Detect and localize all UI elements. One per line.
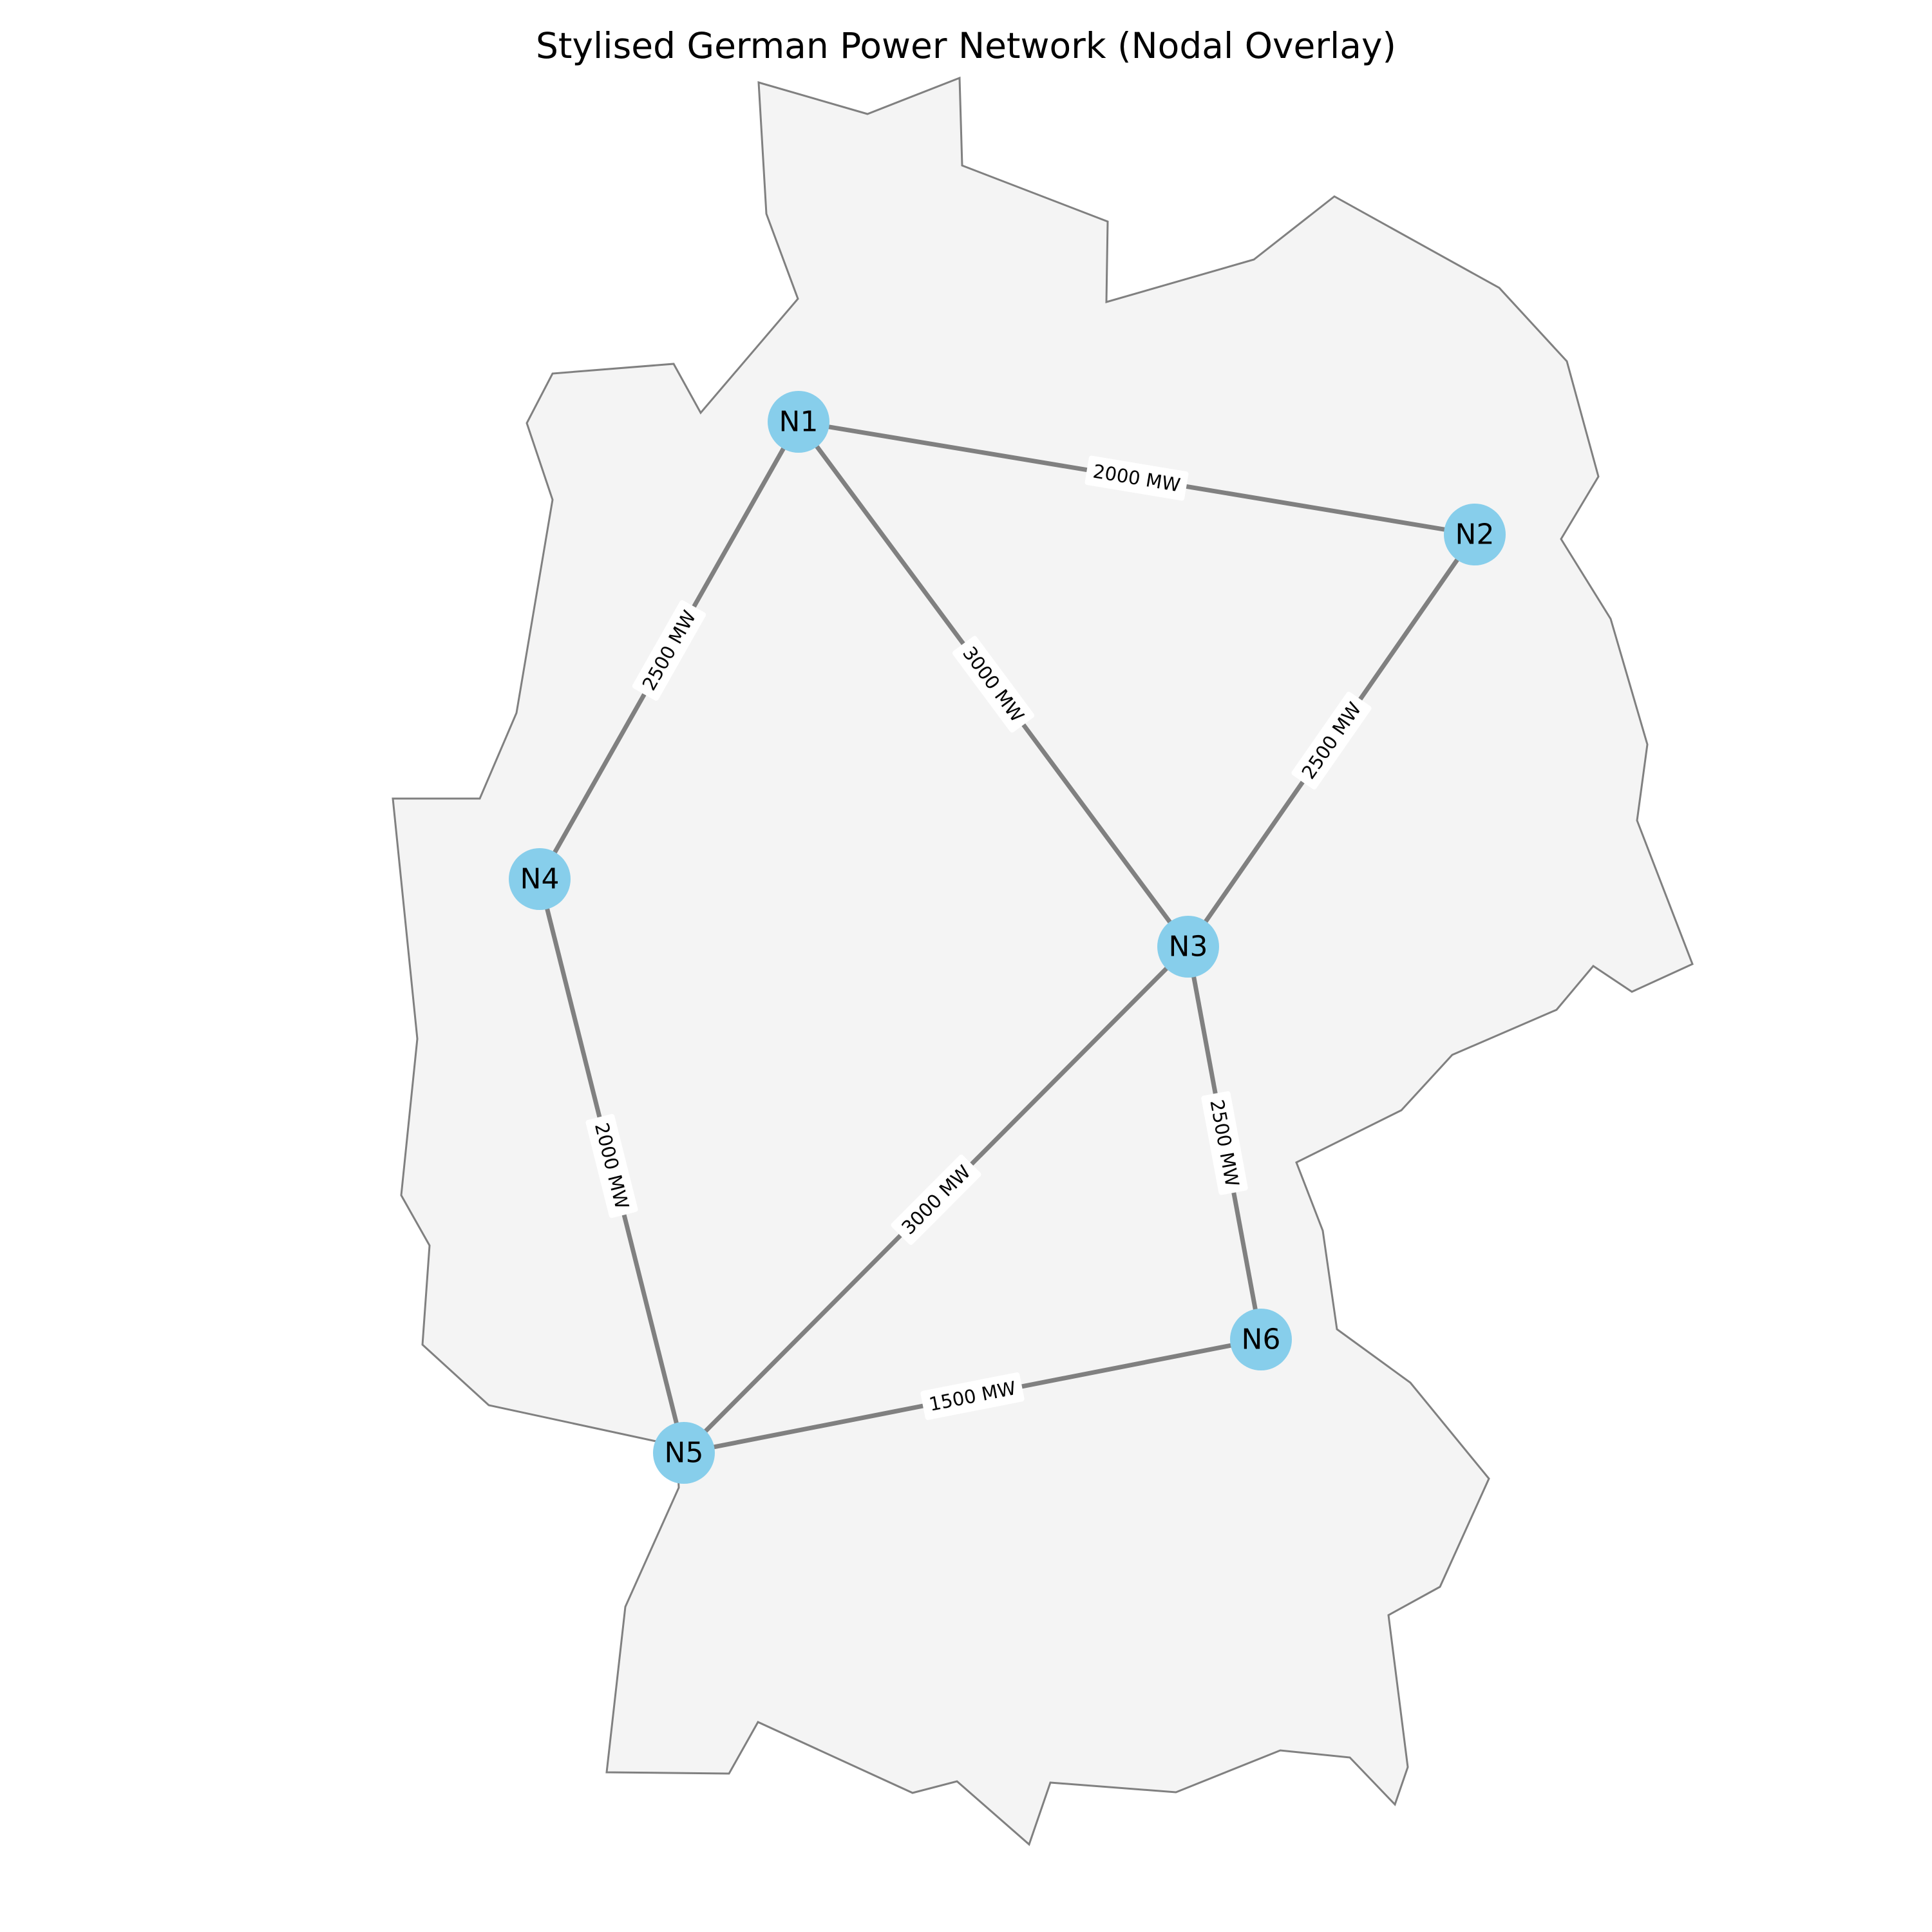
germany-outline xyxy=(392,76,1694,1846)
node-n3: N3 xyxy=(1157,916,1219,978)
node-marker xyxy=(768,391,829,453)
edge-label-box xyxy=(1201,1091,1248,1195)
edge-label-box xyxy=(585,1113,638,1218)
node-label: N4 xyxy=(520,863,560,896)
node-marker xyxy=(1444,504,1506,565)
node-n2: N2 xyxy=(1444,504,1506,565)
edge-label-box xyxy=(1291,692,1372,790)
node-n6: N6 xyxy=(1230,1309,1292,1370)
edge-label-box xyxy=(1084,455,1189,501)
node-marker xyxy=(653,1422,715,1484)
node-label: N5 xyxy=(665,1437,704,1470)
node-label: N1 xyxy=(779,406,819,439)
edge-label-box xyxy=(920,1372,1025,1420)
node-marker xyxy=(1157,916,1219,978)
node-marker xyxy=(509,848,571,910)
diagram-title: Stylised German Power Network (Nodal Ove… xyxy=(535,25,1396,66)
node-label: N3 xyxy=(1169,931,1208,963)
node-n1: N1 xyxy=(768,391,829,453)
node-label: N2 xyxy=(1455,518,1495,551)
node-marker xyxy=(1230,1309,1292,1370)
node-label: N6 xyxy=(1242,1323,1281,1356)
edge-label-box xyxy=(891,1154,981,1245)
node-n4: N4 xyxy=(509,848,571,910)
edge-label-box xyxy=(952,636,1035,733)
edge-label-box xyxy=(632,600,706,701)
node-n5: N5 xyxy=(653,1422,715,1484)
